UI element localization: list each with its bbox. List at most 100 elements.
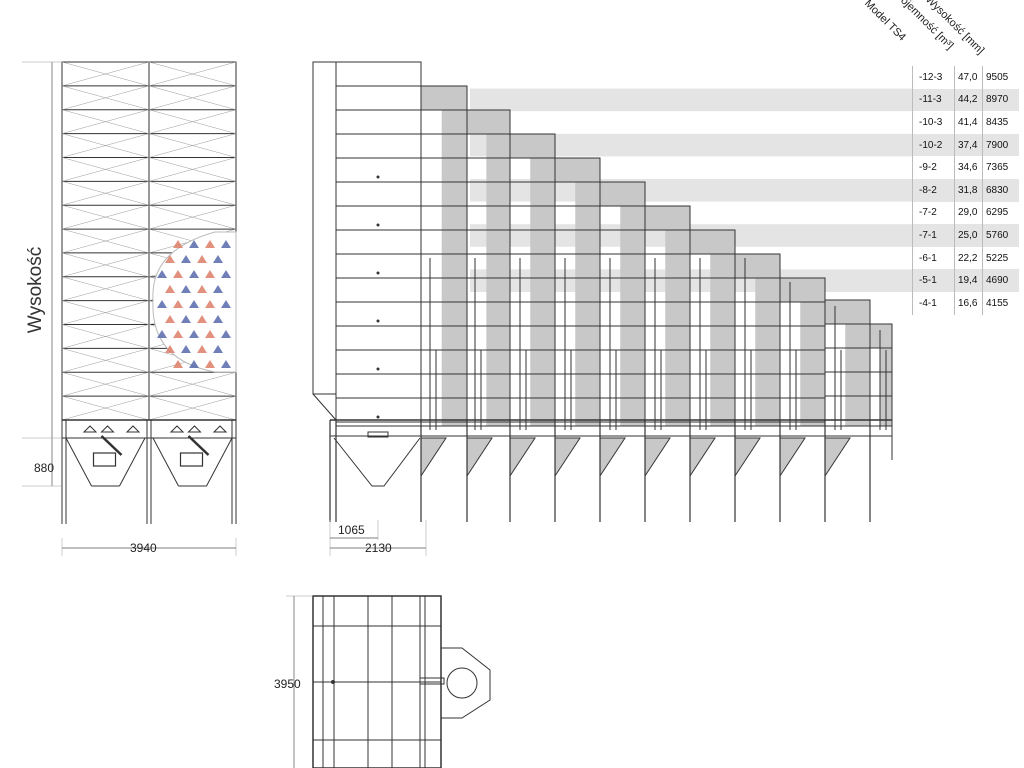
plan-discharge-port (446, 667, 478, 699)
hopper-chute (779, 437, 806, 478)
dimension-lines (22, 61, 427, 768)
grain-kernel (205, 330, 215, 338)
model-cell: -12-3 (912, 66, 955, 89)
front-brace (148, 133, 237, 158)
shaded-step (421, 86, 467, 110)
inspection-dot (376, 415, 380, 419)
model-cell: -6-1 (912, 246, 955, 270)
grain-kernel (213, 345, 223, 353)
grain-kernel (165, 315, 175, 323)
inspection-dot (376, 271, 380, 275)
shaded-step (690, 230, 735, 254)
grain-kernel (213, 255, 223, 263)
grain-kernel (173, 360, 183, 368)
model-cell: -10-2 (912, 133, 955, 157)
plan-pivot (331, 680, 335, 684)
front-brace (61, 228, 150, 254)
grain-kernel (213, 285, 223, 293)
shaded-step (600, 182, 645, 206)
model-cell: -11-3 (912, 88, 955, 112)
front-brace (61, 85, 150, 110)
hopper-side (206, 437, 233, 487)
shaded-column (665, 230, 690, 426)
front-brace (61, 181, 150, 206)
front-brace (61, 61, 150, 87)
vent-marks (169, 425, 228, 433)
side-half-width-dimension: 1065 (338, 523, 365, 537)
row-band (470, 133, 912, 157)
capacity-cell: 31,8 (954, 178, 983, 202)
height-cell: 5225 (982, 246, 1019, 270)
shaded-column (845, 324, 870, 426)
grain-kernel (165, 345, 175, 353)
front-brace (61, 204, 150, 230)
front-brace (148, 372, 237, 397)
inspection-dot (376, 319, 380, 323)
grain-kernel (181, 285, 191, 293)
grain-kernel (173, 240, 183, 248)
front-brace (61, 395, 150, 421)
side-elevation (312, 61, 893, 522)
hopper-chute (824, 437, 851, 478)
grain-kernel (197, 255, 207, 263)
model-cell: -10-3 (912, 111, 955, 134)
plan-view (312, 595, 491, 768)
plan-wall (424, 595, 442, 768)
hopper-side (119, 437, 146, 487)
capacity-cell: 41,4 (954, 111, 983, 134)
shaded-column (486, 134, 510, 426)
grain-kernel (189, 270, 199, 278)
shaded-step (825, 300, 870, 324)
shaded-step (555, 158, 600, 182)
grain-kernel (181, 315, 191, 323)
height-cell: 7900 (982, 133, 1019, 157)
plan-coupling (419, 677, 445, 685)
grain-kernel (189, 330, 199, 338)
shaded-step (645, 206, 690, 230)
discharge-lever (100, 435, 123, 456)
model-cell: -8-2 (912, 178, 955, 202)
hopper-side (152, 437, 179, 487)
front-brace (61, 300, 150, 325)
front-brace (148, 157, 237, 182)
shaded-column (755, 278, 780, 426)
grain-kernel (181, 255, 191, 263)
grain-kernel (157, 330, 167, 338)
height-cell: 6295 (982, 201, 1019, 225)
plan-discharge-housing (441, 647, 491, 719)
inspection-hatch (179, 452, 204, 467)
grain-kernel (189, 300, 199, 308)
front-elevation (61, 61, 237, 524)
grain-kernel (205, 270, 215, 278)
hopper-chute (734, 437, 761, 478)
grain-kernel (221, 240, 231, 248)
hopper-side (65, 437, 92, 487)
capacity-cell: 25,0 (954, 224, 983, 247)
shaded-step (735, 254, 780, 278)
hopper-chute (420, 437, 447, 478)
grain-kernel (221, 360, 231, 368)
front-brace (148, 395, 237, 421)
grain-kernel (189, 360, 199, 368)
grain-kernel (221, 300, 231, 308)
hopper-chute (599, 437, 626, 478)
shaded-column (710, 254, 735, 426)
capacity-cell: 19,4 (954, 269, 983, 292)
hopper-chute (644, 437, 671, 478)
grain-kernel (189, 240, 199, 248)
grain-kernel (205, 240, 215, 248)
grain-kernel (213, 315, 223, 323)
front-brace (148, 85, 237, 110)
grain-kernel (197, 315, 207, 323)
capacity-cell: 16,6 (954, 291, 983, 315)
model-cell: -7-2 (912, 201, 955, 225)
capacity-cell: 34,6 (954, 156, 983, 179)
